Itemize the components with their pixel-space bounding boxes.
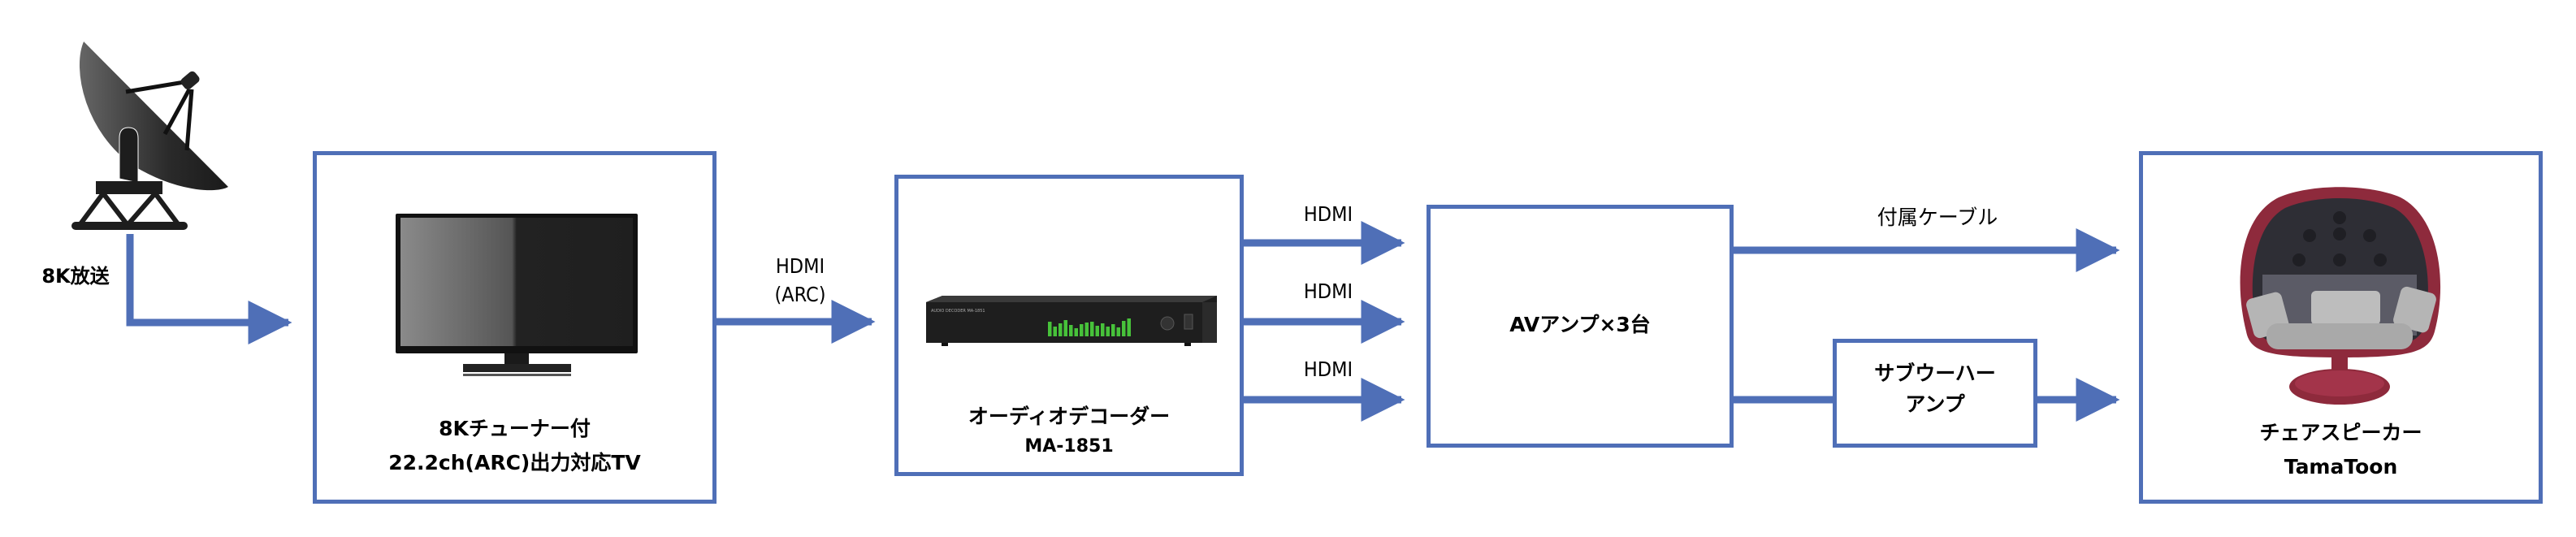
meter-bar	[1069, 325, 1073, 336]
connection-label-cable: 付属ケーブル	[1877, 206, 1998, 229]
meter-bar	[1106, 327, 1110, 336]
tv-label-line2: 22.2ch(ARC)出力対応TV	[388, 451, 641, 474]
meter-bar	[1111, 324, 1115, 336]
connection-label-hdmi-arc-line2: (ARC)	[774, 283, 826, 306]
subwoofer-amp-label-line1: サブウーハー	[1874, 362, 1996, 385]
arrow-satellite-to-tv	[126, 234, 292, 344]
audio-decoder-device-icon: AUDIO DECODER MA-1851	[926, 294, 1217, 348]
meter-bar	[1074, 328, 1078, 336]
source-label: 8K放送	[41, 265, 110, 288]
connection-label-hdmi-arc-line1: HDMI	[775, 254, 825, 278]
meter-bar	[1101, 323, 1105, 336]
meter-bar	[1116, 327, 1120, 336]
subwoofer-amp-node	[1833, 339, 2037, 448]
meter-bar	[1059, 323, 1063, 336]
meter-bar	[1090, 322, 1094, 336]
meter-bar	[1085, 323, 1089, 336]
meter-bar	[1127, 318, 1131, 336]
av-amp-node	[1427, 205, 1734, 448]
chair-speaker-label-line1: チェアスピーカー	[2259, 421, 2422, 444]
connection-label-hdmi-1: HDMI	[1303, 202, 1353, 226]
satellite-dish-icon	[69, 37, 240, 236]
connection-label-hdmi-2: HDMI	[1303, 279, 1353, 303]
decoder-label-line2: MA-1851	[1024, 436, 1114, 457]
meter-bar	[1095, 326, 1099, 336]
connection-label-hdmi-3: HDMI	[1303, 357, 1353, 381]
chair-speaker-label-line2: TamaToon	[2284, 455, 2398, 479]
tv-icon	[396, 214, 638, 380]
meter-bar	[1048, 322, 1052, 336]
subwoofer-amp-label-line2: アンプ	[1905, 392, 1965, 416]
meter-bar	[1053, 327, 1057, 336]
meter-bar	[1122, 321, 1126, 336]
meter-bar	[1080, 324, 1084, 336]
tv-label-line1: 8Kチューナー付	[439, 417, 591, 440]
chair-speaker-icon	[2230, 185, 2449, 409]
av-amp-label: AVアンプ×3台	[1509, 313, 1651, 336]
svg-text:AUDIO DECODER MA-1851: AUDIO DECODER MA-1851	[931, 309, 985, 314]
meter-bar	[1063, 320, 1067, 336]
decoder-label-line1: オーディオデコーダー	[968, 405, 1171, 428]
